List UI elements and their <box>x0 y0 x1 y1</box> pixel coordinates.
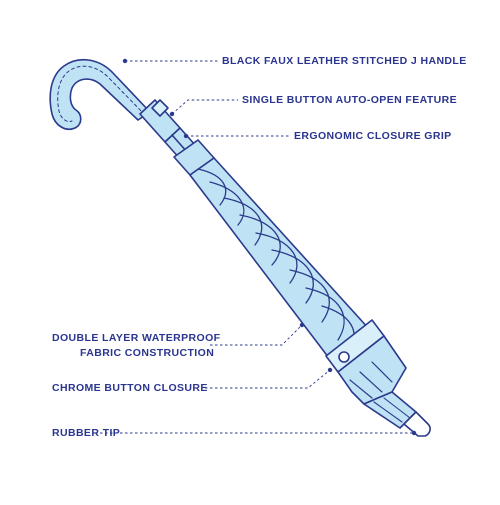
leader-dot-auto-open <box>169 111 175 117</box>
leader-auto-open <box>171 99 238 115</box>
callout-tip: RUBBER TIP <box>52 427 121 439</box>
leader-chrome <box>205 369 331 389</box>
callout-grip: ERGONOMIC CLOSURE GRIP <box>294 130 452 142</box>
auto-open-button <box>151 99 169 117</box>
rubber-tip <box>403 411 431 437</box>
leader-dot-handle <box>122 58 128 64</box>
callout-fabric-line1: DOUBLE LAYER WATERPROOF <box>52 332 221 344</box>
leader-dot-grip <box>183 133 189 139</box>
j-handle <box>49 59 151 130</box>
chrome-button <box>338 351 350 363</box>
leader-dot-chrome <box>327 367 333 373</box>
callout-fabric-line2: FABRIC CONSTRUCTION <box>80 347 215 359</box>
callout-chrome: CHROME BUTTON CLOSURE <box>52 382 208 394</box>
leader-dot-tip <box>411 430 417 436</box>
leader-dot-fabric <box>299 322 305 328</box>
leader-fabric <box>210 324 303 346</box>
canopy-folds <box>197 168 355 351</box>
handle-stitching <box>57 65 146 122</box>
callout-handle: BLACK FAUX LEATHER STITCHED J HANDLE <box>222 55 467 67</box>
callout-auto-open: SINGLE BUTTON AUTO-OPEN FEATURE <box>242 94 458 106</box>
